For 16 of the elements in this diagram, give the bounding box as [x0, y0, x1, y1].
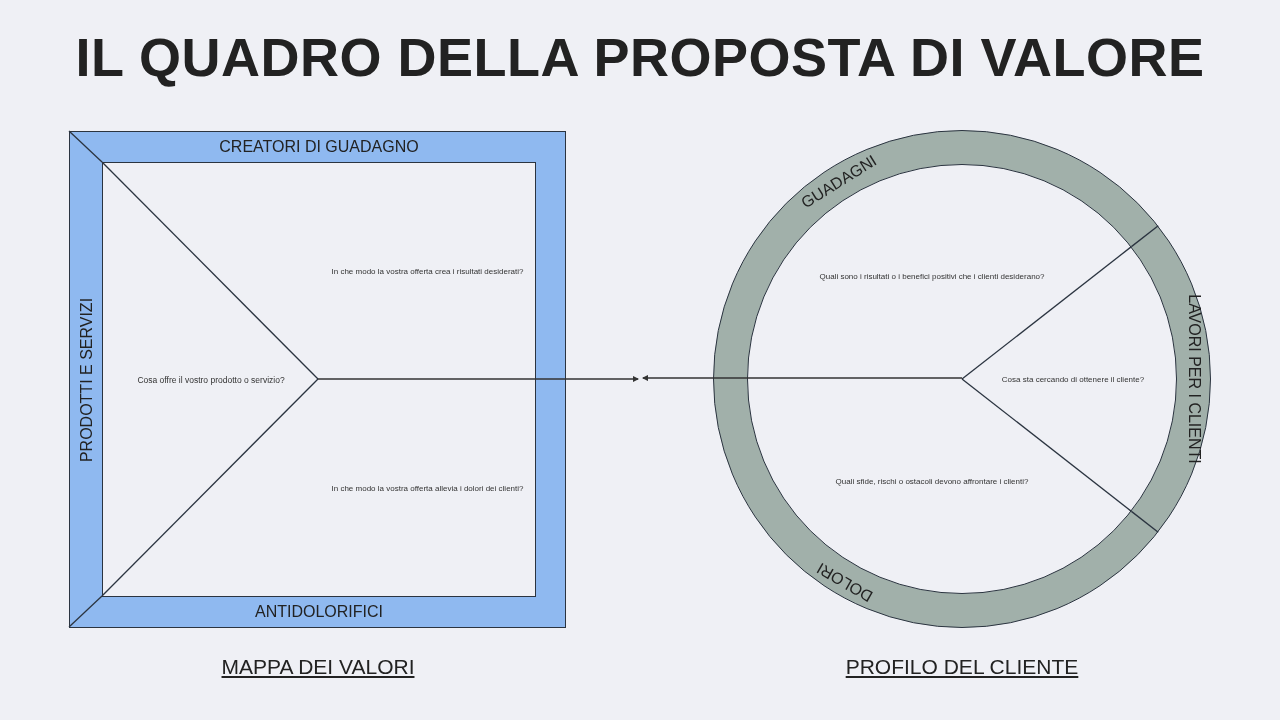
question-text: Quali sono i risultati o i benefici positivi che i clienti desiderano? — [819, 271, 1045, 281]
band-label: ANTIDOLORIFICI — [255, 603, 383, 621]
question-text: Quali sfide, rischi o ostacoli devono affrontare i clienti? — [835, 476, 1029, 486]
question-text: In che modo la vostra offerta allevia i dolori dei clienti? — [331, 484, 524, 493]
caption-heading: PROFILO DEL CLIENTE — [845, 655, 1079, 679]
title: IL QUADRO DELLA PROPOSTA DI VALORE — [74, 26, 1206, 88]
ring-label: LAVORI PER I CLIENTI — [1185, 294, 1203, 464]
value-map-frame — [69, 131, 566, 628]
band-label: CREATORI DI GUADAGNO — [219, 138, 419, 156]
arrow — [641, 374, 963, 382]
question-text: In che modo la vostra offerta crea i risultati desiderati? — [331, 267, 524, 276]
caption-heading: MAPPA DEI VALORI — [221, 655, 415, 679]
arrow — [317, 375, 640, 383]
question-text: Cosa offre il vostro prodotto o servizio? — [137, 375, 285, 385]
band-label: PRODOTTI E SERVIZI — [78, 297, 96, 463]
question-text: Cosa sta cercando di ottenere il cliente? — [1001, 374, 1145, 384]
